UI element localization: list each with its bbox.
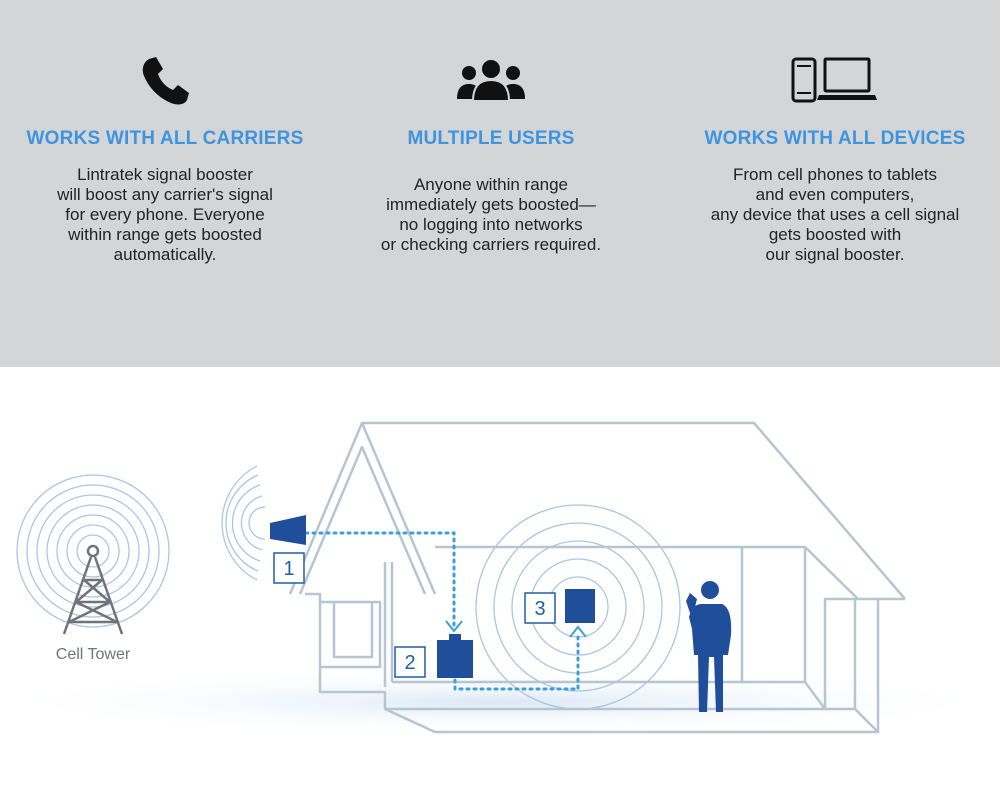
devices-icon [670, 55, 1000, 107]
svg-text:2: 2 [404, 652, 415, 674]
step-3-label: 3 [524, 592, 556, 624]
signal-booster-icon [437, 634, 473, 678]
indoor-antenna-icon [565, 589, 595, 623]
feature-title: WORKS WITH ALL DEVICES [704, 128, 966, 149]
person-on-phone-icon [686, 581, 732, 712]
feature-description: Anyone within range immediately gets boo… [380, 175, 602, 254]
phone-icon [0, 55, 330, 107]
svg-text:1: 1 [283, 558, 294, 580]
feature-title: MULTIPLE USERS [407, 128, 575, 149]
cell-tower-label: Cell Tower [55, 646, 131, 663]
cell-tower-signal [16, 474, 170, 628]
feature-description: Lintratek signal booster will boost any … [57, 165, 273, 264]
house-outline [288, 421, 906, 734]
outdoor-antenna-icon [270, 515, 306, 545]
outdoor-antenna-signal [221, 465, 266, 581]
svg-text:3: 3 [534, 598, 545, 620]
feature-description: From cell phones to tablets and even com… [710, 165, 960, 264]
installation-diagram: 1 2 3 Cell Tower [0, 367, 1000, 800]
indoor-signal-coverage [475, 504, 681, 710]
step-2-label: 2 [394, 646, 426, 678]
connection-cable [304, 531, 580, 691]
ground-shadow [0, 668, 1000, 736]
features-panel: WORKS WITH ALL CARRIERS Lintratek signal… [0, 0, 1000, 367]
arrow-up-icon [569, 625, 587, 638]
users-icon [326, 55, 656, 107]
feature-title: WORKS WITH ALL CARRIERS [26, 128, 304, 149]
cell-tower-icon [62, 544, 124, 635]
step-1-label: 1 [273, 552, 305, 584]
arrow-down-icon [445, 620, 463, 633]
